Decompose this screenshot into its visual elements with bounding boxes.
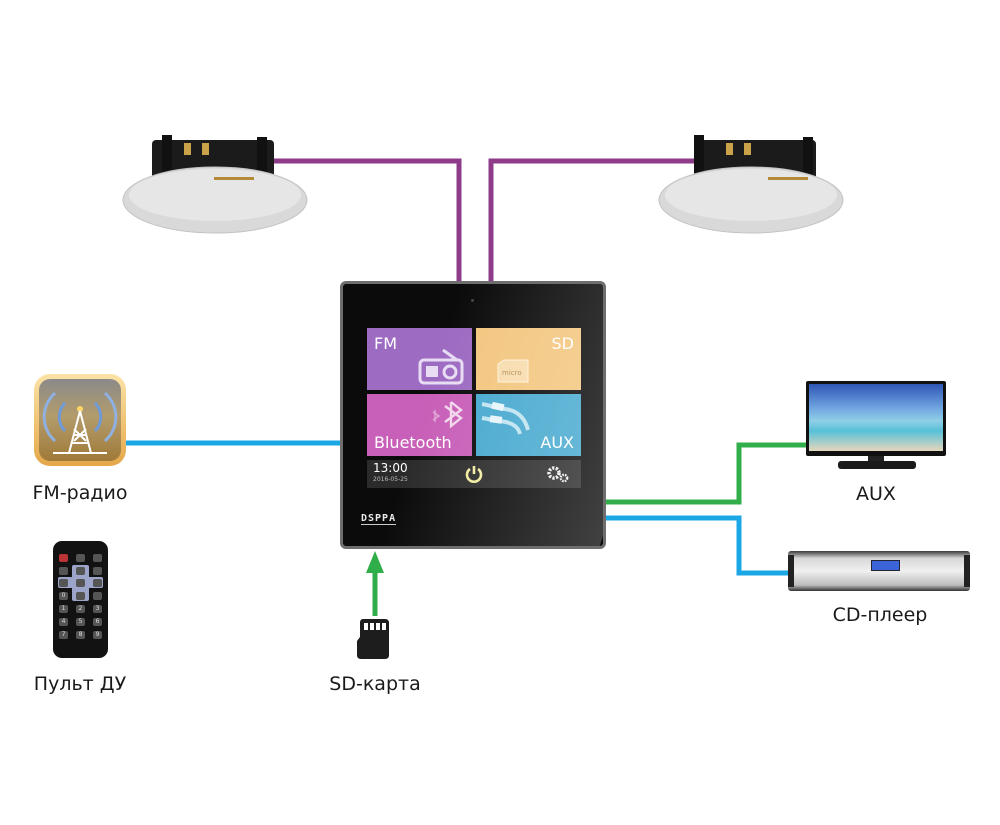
touch-screen: FM SD micro Bluetooth AUX: [367, 328, 581, 496]
micro-sd-icon: micro: [497, 359, 529, 383]
fm-radio-label: FM-радио: [32, 482, 128, 504]
cd-player-display: [871, 560, 900, 571]
cd-player-body: [788, 551, 970, 591]
tv-screen: [809, 384, 943, 451]
tile-aux-label: AUX: [540, 433, 574, 452]
radio-icon: [418, 348, 464, 385]
sd-card-label: SD-карта: [329, 673, 421, 695]
tv-stand: [838, 461, 916, 469]
status-bar: 13:00 2016-05-25: [367, 460, 581, 488]
gear-icon[interactable]: [545, 464, 571, 484]
ceiling-speaker-icon: [658, 135, 844, 234]
arrow-head: [366, 551, 384, 573]
remote-key-1: 1: [59, 605, 68, 613]
remote-label: Пульт ДУ: [33, 673, 127, 695]
wire-speaker-left: [272, 158, 462, 282]
tv-neck: [868, 456, 884, 462]
tile-fm[interactable]: FM: [367, 328, 472, 390]
wire-aux: [606, 442, 808, 505]
tile-bluetooth[interactable]: Bluetooth: [367, 394, 472, 456]
clock-time: 13:00: [373, 461, 408, 475]
rca-cable-icon: [481, 401, 530, 435]
ceiling-speaker-left: [122, 135, 312, 245]
wire-cd-player: [606, 515, 790, 576]
remote-key-7: 7: [59, 631, 68, 639]
cd-player-icon: [788, 551, 970, 595]
sd-card-icon: [357, 619, 389, 659]
radio-tower-icon: [42, 391, 118, 454]
remote-key-eq: [93, 567, 102, 575]
remote-key-vol-up: [76, 567, 85, 575]
remote-key-3: 3: [93, 605, 102, 613]
remote-key-power: [59, 554, 68, 562]
ceiling-speaker-icon: [122, 135, 308, 234]
rack-ear-left: [788, 555, 794, 587]
remote-key-prev: [59, 579, 68, 587]
remote-key-6: 6: [93, 618, 102, 626]
remote-key-fn: [59, 567, 68, 575]
tile-aux[interactable]: AUX: [476, 394, 581, 456]
center-device-panel: FM SD micro Bluetooth AUX: [340, 281, 606, 549]
remote-key-vol-down: [76, 592, 85, 600]
remote-key-repeat: [93, 592, 102, 600]
aux-label: AUX: [856, 483, 896, 505]
tv-frame: [806, 381, 946, 456]
remote-key-mute: [93, 554, 102, 562]
wire-speaker-right: [488, 158, 701, 282]
remote-control-icon: 0 1 2 3 4 5 6 7 8 9: [53, 541, 108, 658]
brand-logo: DSPPA: [361, 513, 397, 525]
rack-ear-right: [964, 555, 970, 587]
camera-dot: [471, 299, 474, 302]
tile-sd-label: SD: [551, 334, 574, 353]
remote-key-8: 8: [76, 631, 85, 639]
tile-bluetooth-label: Bluetooth: [374, 433, 452, 452]
tile-fm-label: FM: [374, 334, 398, 353]
remote-key-next: [93, 579, 102, 587]
fm-radio-node: [34, 374, 126, 466]
clock-date: 2016-05-25: [373, 476, 408, 483]
remote-key-mode: [76, 554, 85, 562]
remote-key-4: 4: [59, 618, 68, 626]
ceiling-speaker-right: [658, 135, 848, 245]
svg-text:micro: micro: [502, 369, 522, 377]
tv-icon: [806, 381, 946, 471]
tile-sd[interactable]: SD micro: [476, 328, 581, 390]
power-icon[interactable]: [464, 464, 484, 484]
remote-key-9: 9: [93, 631, 102, 639]
bluetooth-icon: [432, 401, 463, 429]
remote-key-2: 2: [76, 605, 85, 613]
remote-key-5: 5: [76, 618, 85, 626]
remote-key-play: [76, 579, 85, 587]
remote-key-0: 0: [59, 592, 68, 600]
cd-player-label: CD-плеер: [832, 604, 928, 626]
